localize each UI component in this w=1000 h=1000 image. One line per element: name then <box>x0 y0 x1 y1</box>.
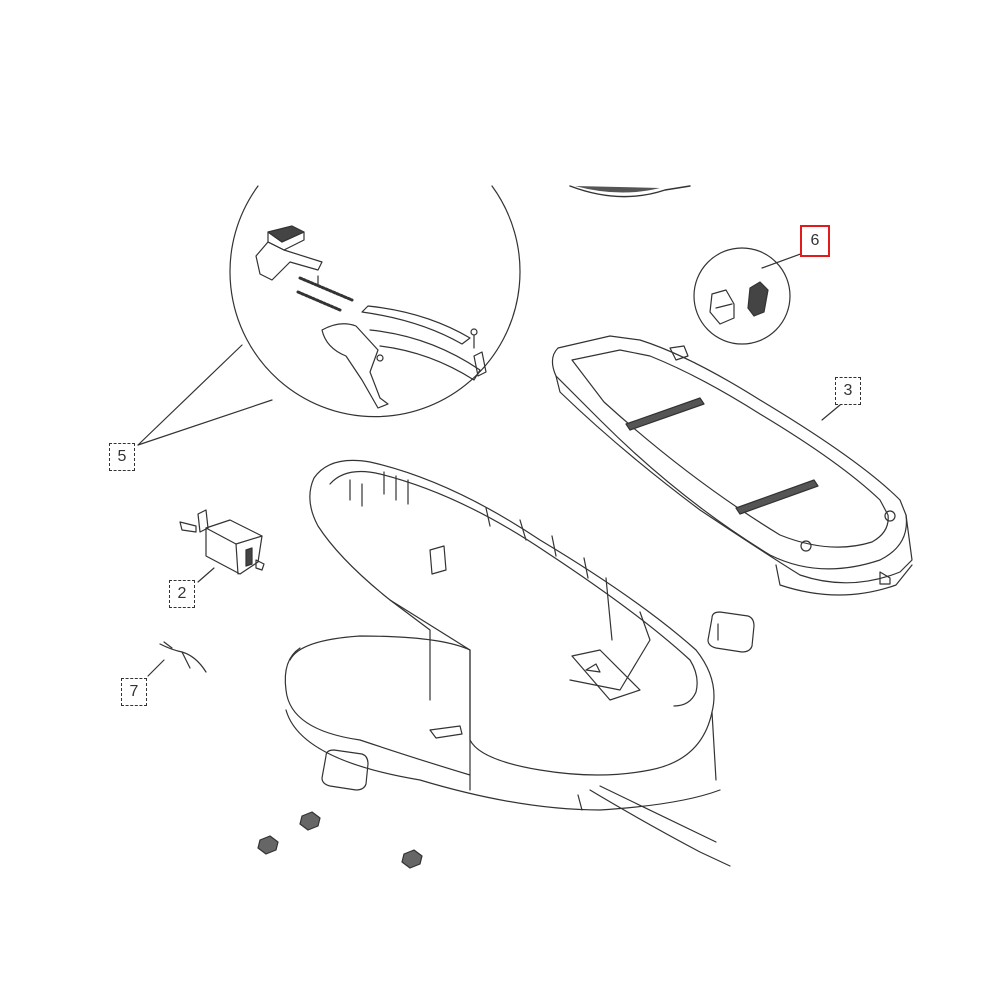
tray-cover-part-3 <box>551 335 913 596</box>
small-cap-block <box>707 611 755 653</box>
rubber-foot <box>321 749 369 791</box>
nuts <box>257 811 423 869</box>
callout-6[interactable]: 6 <box>800 225 830 257</box>
detail-circle-part-5 <box>137 185 521 446</box>
wire-pin-part-7 <box>147 641 207 677</box>
callout-3-text: 3 <box>843 382 853 399</box>
callout-6-text: 6 <box>810 232 820 249</box>
callout-2[interactable]: 2 <box>169 580 195 608</box>
callout-5[interactable]: 5 <box>109 443 135 471</box>
callout-2-text: 2 <box>177 585 187 602</box>
main-base-housing <box>284 459 731 867</box>
solenoid-valve-part-2 <box>179 509 265 583</box>
top-partial-part <box>569 185 691 198</box>
callout-5-text: 5 <box>117 448 127 465</box>
detail-circle-part-6 <box>693 247 807 345</box>
callout-3[interactable]: 3 <box>835 377 861 405</box>
callout-7-text: 7 <box>129 683 139 700</box>
handle-button-assembly <box>255 225 487 409</box>
callout-7[interactable]: 7 <box>121 678 147 706</box>
